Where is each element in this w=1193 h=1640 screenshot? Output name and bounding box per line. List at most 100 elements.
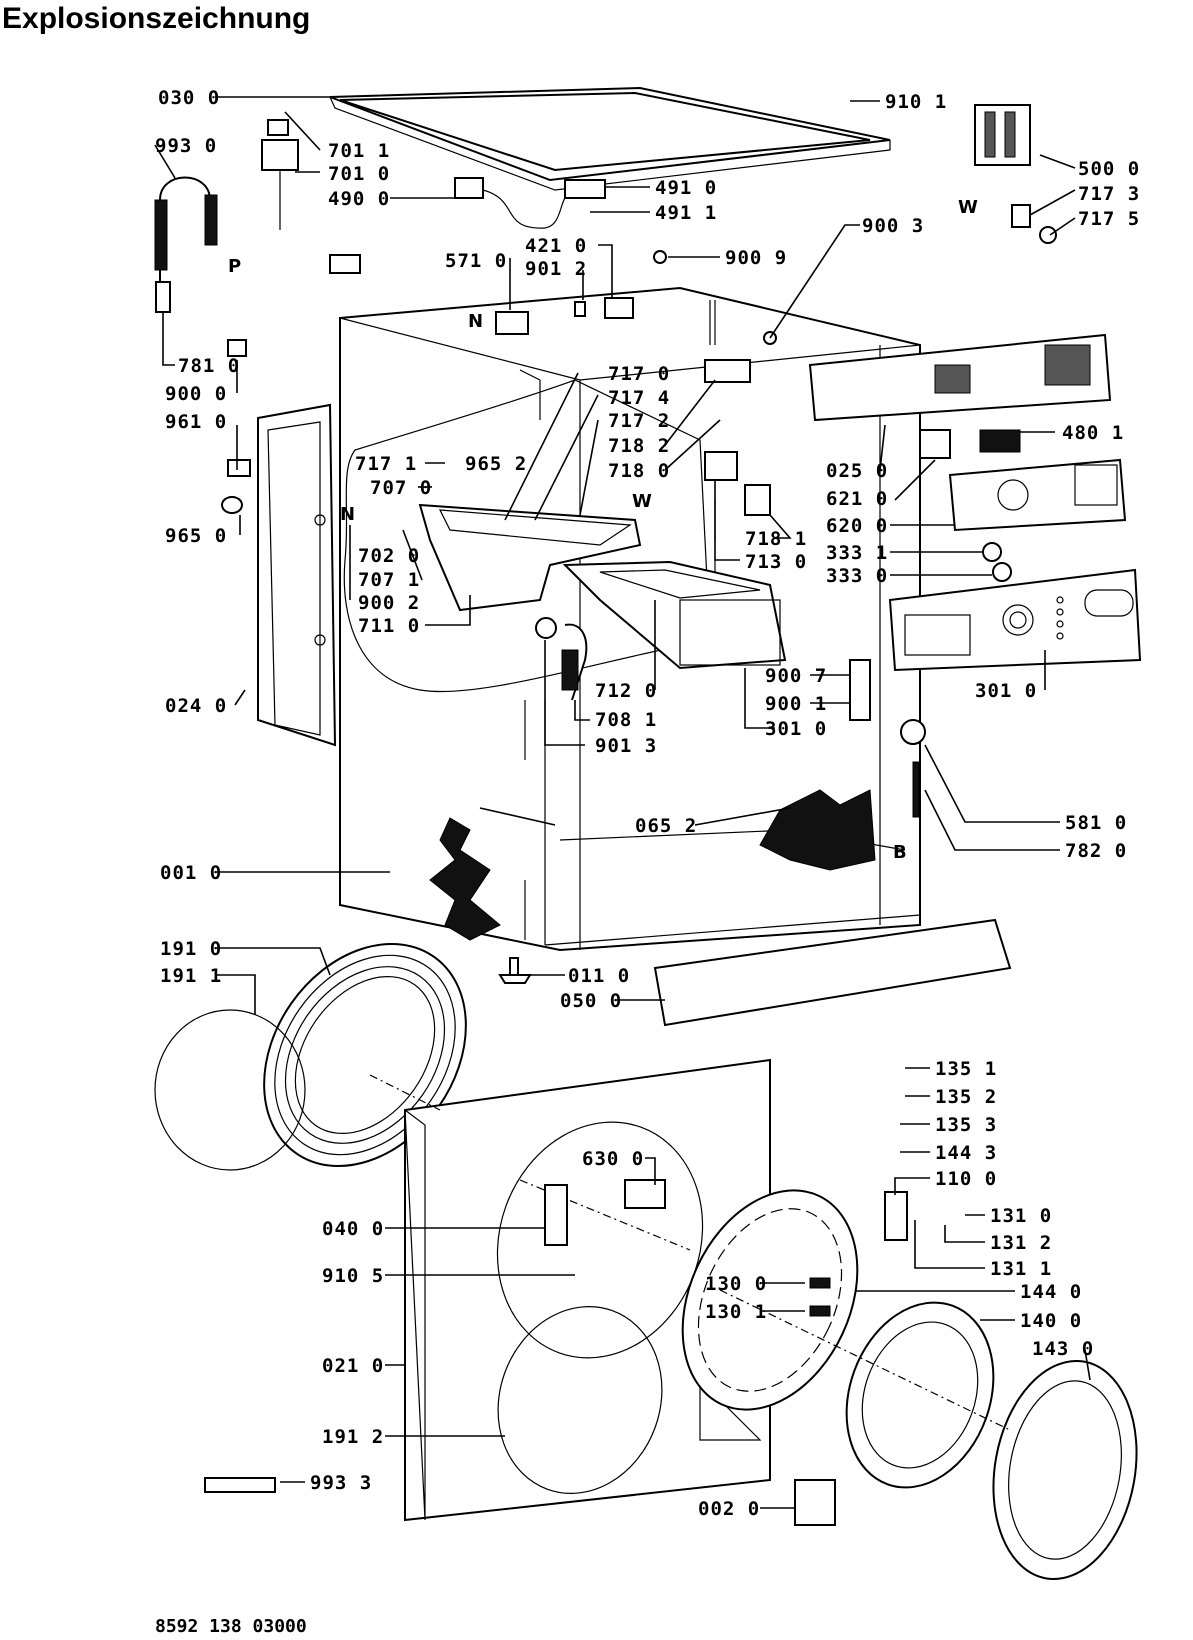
wrench-993-3 xyxy=(204,1477,276,1493)
part-717-5 xyxy=(1039,226,1057,244)
part-labels: 030 0 910 1 701 1 993 0 701 0 490 0 491 … xyxy=(155,87,1140,1520)
marker-N-dispenser: N xyxy=(340,504,355,525)
label-713-0: 713 0 xyxy=(745,551,807,573)
label-130-0: 130 0 xyxy=(705,1273,767,1295)
lock-630 xyxy=(624,1179,666,1209)
label-900-0: 900 0 xyxy=(165,383,227,405)
plug-490 xyxy=(454,177,566,229)
part-717-3 xyxy=(1011,204,1031,228)
label-301-0-panel: 301 0 xyxy=(975,680,1037,702)
hinge-bracket-900 xyxy=(849,659,871,721)
card-002 xyxy=(794,1479,836,1526)
inlet-hose-993 xyxy=(154,176,218,313)
label-040-0: 040 0 xyxy=(322,1218,384,1240)
tube-782 xyxy=(912,761,920,818)
label-717-1: 717 1 xyxy=(355,453,417,475)
hinge-040 xyxy=(544,1184,568,1246)
marker-W-dispenser: W xyxy=(632,491,652,512)
label-581-0: 581 0 xyxy=(1065,812,1127,834)
kick-plate xyxy=(653,918,1012,1027)
label-717-4: 717 4 xyxy=(608,387,670,409)
label-965-0: 965 0 xyxy=(165,525,227,547)
foot-011 xyxy=(498,957,532,984)
label-024-0: 024 0 xyxy=(165,695,227,717)
page-title: Explosionszeichnung xyxy=(2,2,310,35)
label-021-0: 021 0 xyxy=(322,1355,384,1377)
label-717-3: 717 3 xyxy=(1078,183,1140,205)
clamp-901-3 xyxy=(535,617,557,639)
label-910-1: 910 1 xyxy=(885,91,947,113)
label-900-9: 900 9 xyxy=(725,247,787,269)
label-140-0: 140 0 xyxy=(1020,1310,1082,1332)
label-025-0: 025 0 xyxy=(826,460,888,482)
insert-130-1 xyxy=(809,1305,831,1317)
capacitor-421 xyxy=(604,297,634,319)
label-901-3: 901 3 xyxy=(595,735,657,757)
label-135-1: 135 1 xyxy=(935,1058,997,1080)
label-717-2: 717 2 xyxy=(608,410,670,432)
label-708-1: 708 1 xyxy=(595,709,657,731)
label-993-3: 993 3 xyxy=(310,1472,372,1494)
label-707-0: 707 0 xyxy=(370,477,432,499)
label-781-0: 781 0 xyxy=(178,355,240,377)
label-712-0: 712 0 xyxy=(595,680,657,702)
label-333-0: 333 0 xyxy=(826,565,888,587)
label-143-0: 143 0 xyxy=(1032,1338,1094,1360)
filter-491 xyxy=(564,179,606,199)
label-717-5: 717 5 xyxy=(1078,208,1140,230)
drawing-number: 8592 138 03000 xyxy=(155,1616,307,1637)
label-701-0: 701 0 xyxy=(328,163,390,185)
marker-B: B xyxy=(893,842,907,863)
door-frame-inner xyxy=(681,1189,859,1411)
label-630-0: 630 0 xyxy=(582,1148,644,1170)
label-717-0: 717 0 xyxy=(608,363,670,385)
handle-110 xyxy=(884,1191,908,1241)
label-030-0: 030 0 xyxy=(158,87,220,109)
label-131-2: 131 2 xyxy=(990,1232,1052,1254)
label-910-5: 910 5 xyxy=(322,1265,384,1287)
clip-900-9 xyxy=(653,250,667,264)
top-cover xyxy=(329,86,891,191)
gasket-wire-ring xyxy=(154,1009,306,1171)
valve-701 xyxy=(261,119,299,230)
label-002-0: 002 0 xyxy=(698,1498,760,1520)
dispenser-housing xyxy=(418,503,642,612)
board-621 xyxy=(919,429,951,459)
label-707-1: 707 1 xyxy=(358,569,420,591)
label-421-0: 421 0 xyxy=(525,235,587,257)
label-965-2: 965 2 xyxy=(465,453,527,475)
label-001-0: 001 0 xyxy=(160,862,222,884)
marker-N-valve: N xyxy=(468,311,483,332)
label-900-7: 900 7 xyxy=(765,665,827,687)
marker-P: P xyxy=(228,256,241,277)
knob-333-1 xyxy=(982,542,1002,562)
label-621-0: 621 0 xyxy=(826,488,888,510)
label-900-3: 900 3 xyxy=(862,215,924,237)
label-993-0: 993 0 xyxy=(155,135,217,157)
label-491-1: 491 1 xyxy=(655,202,717,224)
label-718-0: 718 0 xyxy=(608,460,670,482)
label-571-0: 571 0 xyxy=(445,250,507,272)
label-110-0: 110 0 xyxy=(935,1168,997,1190)
knob-333-0 xyxy=(992,562,1012,582)
label-782-0: 782 0 xyxy=(1065,840,1127,862)
motor-961 xyxy=(227,459,251,477)
label-135-3: 135 3 xyxy=(935,1114,997,1136)
control-panel-fascia xyxy=(888,568,1142,672)
label-131-0: 131 0 xyxy=(990,1205,1052,1227)
label-620-0: 620 0 xyxy=(826,515,888,537)
label-500-0: 500 0 xyxy=(1078,158,1140,180)
label-718-1: 718 1 xyxy=(745,528,807,550)
shock-965 xyxy=(221,496,243,514)
part-713 xyxy=(704,451,738,481)
label-900-1: 900 1 xyxy=(765,693,827,715)
label-480-1: 480 1 xyxy=(1062,422,1124,444)
bracket-900-0 xyxy=(227,339,247,357)
detergent-drawer xyxy=(562,560,787,670)
drain-hose-708 xyxy=(561,623,588,701)
label-900-2: 900 2 xyxy=(358,592,420,614)
label-131-1: 131 1 xyxy=(990,1258,1052,1280)
label-144-0: 144 0 xyxy=(1020,1281,1082,1303)
door-frame-outer xyxy=(992,1359,1138,1581)
